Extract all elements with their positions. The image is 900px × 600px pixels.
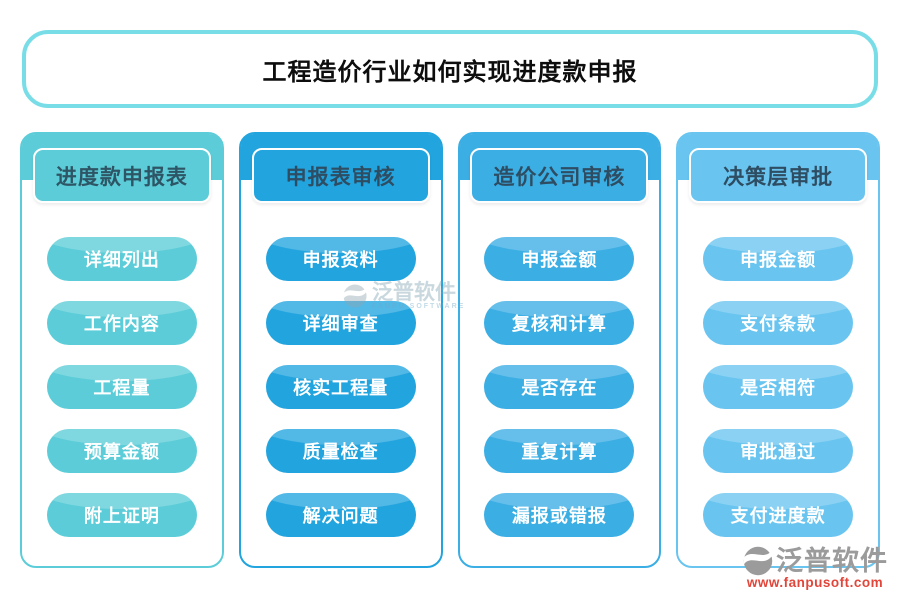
flow-item: 预算金额 xyxy=(46,429,197,473)
column-cost-company-review: 造价公司审核 申报金额 复核和计算 是否存在 重复计算 漏报或错报 xyxy=(457,132,662,568)
flow-item: 申报资料 xyxy=(265,237,416,281)
flow-item: 审批通过 xyxy=(703,429,854,473)
flow-item: 复核和计算 xyxy=(484,301,635,345)
column-items: 申报金额 复核和计算 是否存在 重复计算 漏报或错报 xyxy=(460,237,660,537)
flow-item: 申报金额 xyxy=(484,237,635,281)
flow-item: 质量检查 xyxy=(265,429,416,473)
fanpu-logo-icon xyxy=(742,545,774,577)
column-items: 详细列出 工作内容 工程量 预算金额 附上证明 xyxy=(22,237,222,537)
column-header: 申报表审核 xyxy=(251,148,430,203)
page-title: 工程造价行业如何实现进度款申报 xyxy=(262,58,638,86)
column-progress-payment-form: 进度款申报表 详细列出 工作内容 工程量 预算金额 附上证明 xyxy=(20,132,224,568)
flow-item: 核实工程量 xyxy=(265,365,416,409)
column-header: 进度款申报表 xyxy=(32,148,211,203)
flow-item: 附上证明 xyxy=(46,493,197,537)
flow-item: 工作内容 xyxy=(46,301,197,345)
title-box: 工程造价行业如何实现进度款申报 xyxy=(22,30,878,108)
logo-url: www.fanpusoft.com xyxy=(746,575,884,590)
flow-item: 申报金额 xyxy=(703,237,854,281)
column-items: 申报资料 详细审查 核实工程量 质量检查 解决问题 xyxy=(241,237,441,537)
flow-item: 漏报或错报 xyxy=(484,493,635,537)
flow-item: 支付条款 xyxy=(703,301,854,345)
flow-item: 详细审查 xyxy=(265,301,416,345)
flow-item: 支付进度款 xyxy=(703,493,854,537)
column-header: 造价公司审核 xyxy=(470,148,649,203)
flow-item: 工程量 xyxy=(46,365,197,409)
flow-item: 重复计算 xyxy=(484,429,635,473)
column-header: 决策层审批 xyxy=(689,148,868,203)
flow-columns: 进度款申报表 详细列出 工作内容 工程量 预算金额 附上证明 申报表审核 申报资… xyxy=(20,132,880,568)
flow-item: 解决问题 xyxy=(265,493,416,537)
flow-item: 是否存在 xyxy=(484,365,635,409)
column-form-review: 申报表审核 申报资料 详细审查 核实工程量 质量检查 解决问题 xyxy=(238,132,443,568)
logo-text: 泛普软件 xyxy=(776,546,888,576)
column-decision-approval: 决策层审批 申报金额 支付条款 是否相符 审批通过 支付进度款 xyxy=(676,132,880,568)
footer-logo: 泛普软件 www.fanpusoft.com xyxy=(742,545,888,590)
flow-item: 详细列出 xyxy=(46,237,197,281)
column-items: 申报金额 支付条款 是否相符 审批通过 支付进度款 xyxy=(678,237,878,537)
flow-item: 是否相符 xyxy=(703,365,854,409)
